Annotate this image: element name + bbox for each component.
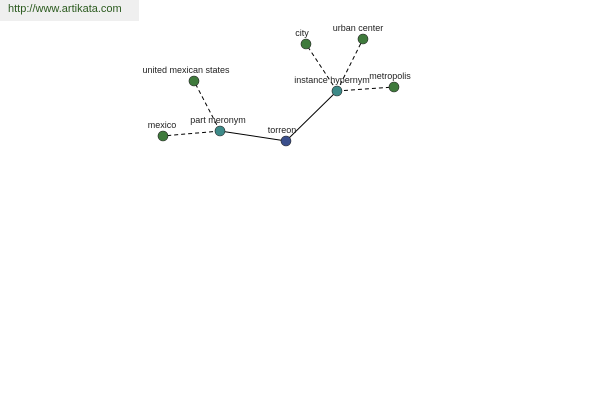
node-marker (357, 33, 369, 45)
node-marker (388, 81, 400, 93)
node-marker (280, 135, 292, 147)
node-marker (188, 75, 200, 87)
edge-instance-hypernym-city (305, 43, 338, 92)
edge-torreon-instance-hypernym (285, 90, 338, 142)
url-banner: http://www.artikata.com (0, 0, 139, 21)
edges-layer (162, 38, 395, 142)
edge-instance-hypernym-metropolis (336, 86, 395, 92)
node-torreon[interactable]: torreon (268, 125, 297, 147)
site-link[interactable]: http://www.artikata.com (8, 3, 122, 15)
nodes-layer: united mexican states mexico part merony… (142, 23, 411, 147)
node-marker (214, 125, 226, 137)
node-urban-center[interactable]: urban center (333, 23, 384, 45)
node-label: metropolis (369, 71, 411, 81)
node-label: united mexican states (142, 65, 230, 75)
node-marker (300, 38, 312, 50)
node-label: mexico (148, 120, 177, 130)
node-marker (157, 130, 169, 142)
node-label: torreon (268, 125, 297, 135)
edge-part-meronym-united-mexican-states (193, 80, 221, 132)
node-marker (331, 85, 343, 97)
edge-instance-hypernym-urban-center (336, 38, 364, 92)
node-instance-hypernym[interactable]: instance hypernym (294, 75, 370, 97)
edge-part-meronym-mexico (162, 130, 221, 137)
node-united-mexican-states[interactable]: united mexican states (142, 65, 230, 87)
node-part-meronym[interactable]: part meronym (190, 115, 246, 137)
node-label: part meronym (190, 115, 246, 125)
edge-torreon-part-meronym (219, 130, 287, 142)
node-city[interactable]: city (295, 28, 312, 50)
node-label: city (295, 28, 309, 38)
node-mexico[interactable]: mexico (148, 120, 177, 142)
node-metropolis[interactable]: metropolis (369, 71, 411, 93)
node-label: instance hypernym (294, 75, 370, 85)
node-label: urban center (333, 23, 384, 33)
